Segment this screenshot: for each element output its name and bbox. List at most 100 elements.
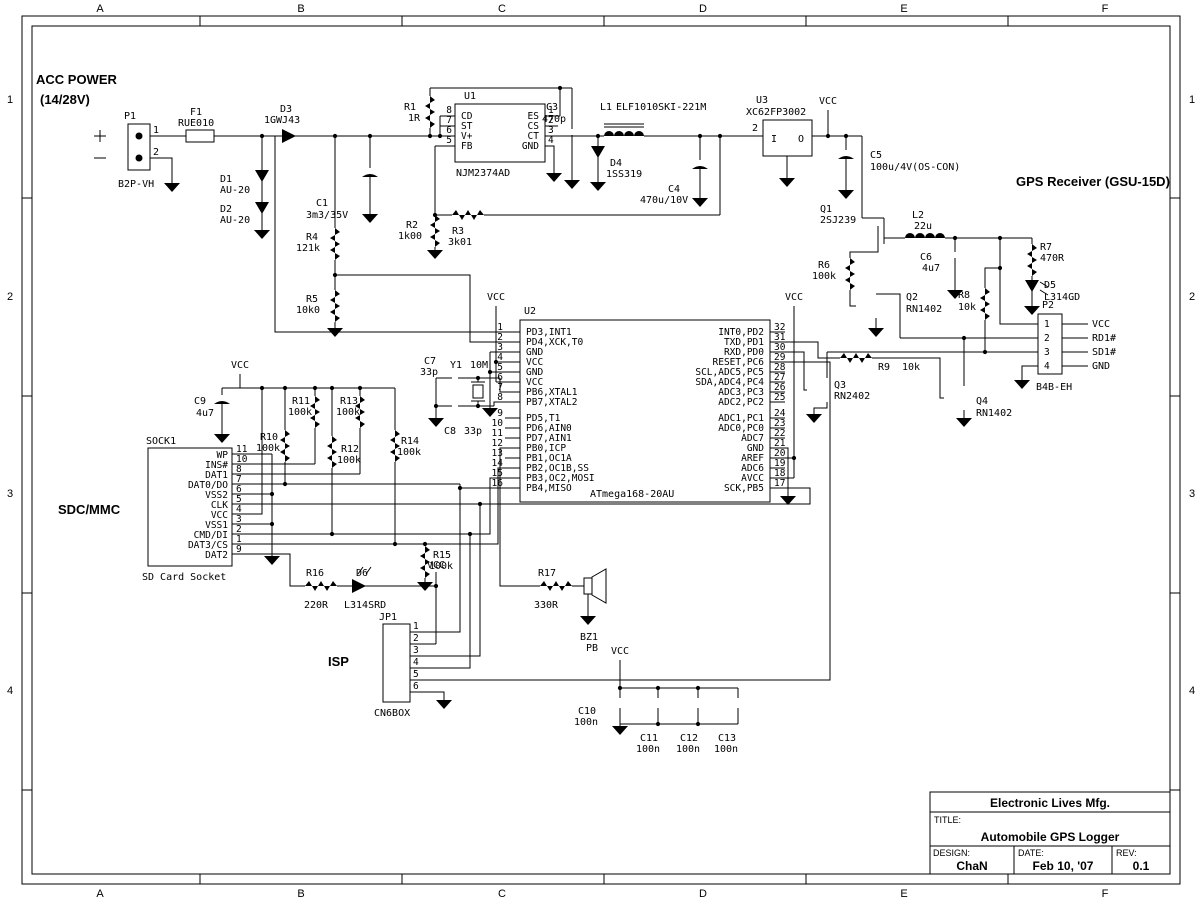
schematic-label: 1R <box>408 113 421 124</box>
titleblock-designer: ChaN <box>956 859 987 873</box>
schematic-label: 100k <box>337 455 361 466</box>
schematic-label: Q2 <box>906 292 918 303</box>
u2-pin-number: 12 <box>492 438 503 449</box>
u2-pin-number: 16 <box>492 478 504 489</box>
titleblock-date: Feb 10, '07 <box>1033 859 1094 873</box>
schematic-label: 100k <box>397 447 421 458</box>
schematic-label: R14 <box>401 436 419 447</box>
res-r10 <box>280 430 290 462</box>
u2-pin-number: 28 <box>774 362 786 373</box>
schematic-label: 2 <box>153 147 159 158</box>
schematic-label: Q3 <box>834 380 846 391</box>
schematic-label: 2SJ239 <box>820 215 856 226</box>
schematic-label: R12 <box>341 444 359 455</box>
schematic-label: RN1402 <box>906 304 942 315</box>
u1-pin-name: CS <box>528 121 540 132</box>
buzzer-bz1 <box>583 568 607 604</box>
schematic-label: 4u7 <box>196 408 214 419</box>
grid-row-label: 3 <box>7 488 13 500</box>
p2-net-label: GND <box>1092 361 1110 372</box>
schematic-label: VCC <box>819 96 837 107</box>
sock1-pin-number: 11 <box>236 444 248 455</box>
grid-col-label: E <box>900 3 907 15</box>
schematic-label: R15 <box>433 550 451 561</box>
junction-dots <box>259 85 1003 727</box>
u2-pin-name: INT0,PD2 <box>718 327 764 338</box>
u1-pin-name: GND <box>522 141 539 152</box>
u1-pin-name: V+ <box>461 131 473 142</box>
schematic-label: CN6BOX <box>374 708 410 719</box>
schematic-label: 470R <box>1040 253 1065 264</box>
u2-pin-number: 7 <box>497 382 503 393</box>
u2-pin-name: ADC1,PC1 <box>718 413 764 424</box>
schematic-label: 470u/10V <box>640 195 688 206</box>
schematic-label: RN2402 <box>834 391 870 402</box>
u2-pin-number: 15 <box>492 468 503 479</box>
res-r7 <box>1027 244 1037 276</box>
plus-minus-marks <box>94 130 106 159</box>
u2-pin-name: RESET,PC6 <box>713 357 765 368</box>
schematic-label: 1k00 <box>398 231 422 242</box>
ground-symbols <box>164 173 1040 735</box>
grid-col-label: B <box>297 3 304 15</box>
schematic-label: 100k <box>336 407 360 418</box>
inductor-l1 <box>604 131 644 136</box>
u2-pin-name: GND <box>526 347 543 358</box>
p2-pin-number: 3 <box>1044 347 1050 358</box>
jp1-pin-number: 2 <box>413 633 419 644</box>
grid-row-label: 1 <box>7 94 13 106</box>
header-jp1 <box>382 623 411 703</box>
schematic-label: D6 <box>356 568 368 579</box>
u1-pin-number: 4 <box>548 135 554 146</box>
cap-c7 <box>452 371 458 385</box>
schematic-label: XC62FP3002 <box>746 107 806 118</box>
wires <box>94 87 1088 726</box>
res-r9 <box>840 353 872 363</box>
sock1-pin-name: CLK <box>211 500 228 511</box>
grid-row-label: 4 <box>7 685 13 697</box>
schematic-label: C12 <box>680 733 698 744</box>
schematic-label: 4u7 <box>922 263 940 274</box>
schematic-label: R13 <box>340 396 358 407</box>
u2-pin-name: VCC <box>526 377 543 388</box>
schematic-label: VCC <box>611 646 629 657</box>
schematic-label: R6 <box>818 260 830 271</box>
ic-u1 <box>454 103 546 163</box>
sock1-pin-name: DAT3/CS <box>188 540 228 551</box>
schematic-label: B2P-VH <box>118 179 154 190</box>
schematic-label: 100n <box>636 744 660 755</box>
diode-d6 <box>352 579 366 593</box>
schematic-label: 100k <box>429 561 453 572</box>
res-r5 <box>330 290 340 322</box>
u2-pin-name: ADC3,PC3 <box>718 387 764 398</box>
u2-pin-number: 11 <box>492 428 504 439</box>
schematic-label: C13 <box>718 733 736 744</box>
schematic-label: Y1 <box>450 360 462 371</box>
cap-c1 <box>362 168 378 177</box>
schematic-label: RN1402 <box>976 408 1012 419</box>
schematic-label: 1 <box>153 125 159 136</box>
sock1-pin-name: WP <box>217 450 229 461</box>
grid-col-label: A <box>96 888 104 900</box>
schematic-label: BZ1 <box>580 632 598 643</box>
schematic-label: ISP <box>328 654 349 669</box>
u1-pin-name: CT <box>528 131 540 142</box>
u2-pin-name: PB6,XTAL1 <box>526 387 578 398</box>
u1-pin-name: CD <box>461 111 473 122</box>
sock1-pin-number: 8 <box>236 464 242 475</box>
schematic-label: 100u/4V(OS-CON) <box>870 162 960 173</box>
sock1-pin-name: INS# <box>205 460 228 471</box>
schematic-label: R4 <box>306 232 318 243</box>
schematic-label: AU-20 <box>220 215 250 226</box>
res-r1 <box>425 96 435 128</box>
schematic-label: Q4 <box>976 396 988 407</box>
grid-row-label: 2 <box>7 291 13 303</box>
schematic-label: 1GWJ43 <box>264 115 300 126</box>
inductor-l2 <box>905 233 945 238</box>
u1-pin-name: ES <box>528 111 540 122</box>
u2-pin-number: 5 <box>497 362 503 373</box>
schematic-label: RUE010 <box>178 118 214 129</box>
ic-u3 <box>762 119 813 157</box>
